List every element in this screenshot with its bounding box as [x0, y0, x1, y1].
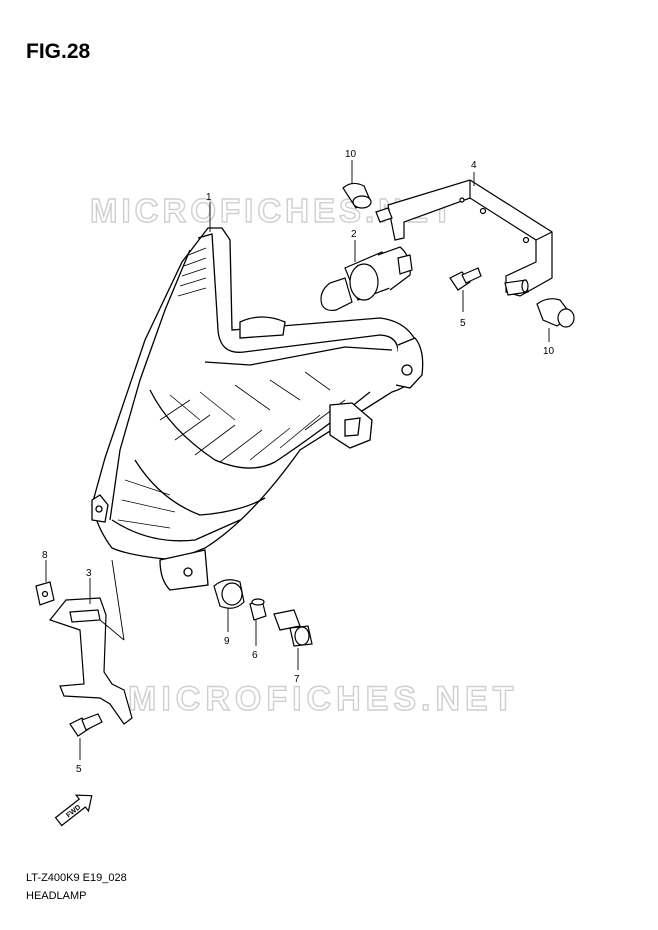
figure-title: FIG.28 — [26, 40, 91, 63]
callout-2: 2 — [351, 229, 357, 240]
rubber-grommet — [213, 579, 245, 609]
flange-bolt — [273, 609, 313, 647]
bolt-lower — [69, 713, 103, 737]
figure-code: LT-Z400K9 E19_028 — [26, 872, 127, 884]
callout-5-lower: 5 — [76, 764, 82, 775]
callout-8: 8 — [42, 550, 48, 561]
callout-10-upper: 10 — [345, 149, 357, 160]
leader-lines — [45, 160, 550, 760]
watermark-bottom: MICROFICHES.NET — [128, 680, 518, 718]
side-cover — [48, 559, 133, 725]
callout-3: 3 — [86, 568, 92, 579]
bulb — [320, 246, 413, 312]
callout-10-lower: 10 — [543, 346, 555, 357]
callout-5-upper: 5 — [460, 318, 466, 329]
headlamp-housing — [91, 227, 424, 591]
grommet-lower — [536, 298, 575, 328]
callout-9: 9 — [224, 636, 230, 647]
mount-bracket — [375, 179, 553, 297]
callout-7: 7 — [294, 674, 300, 685]
collar — [249, 598, 267, 621]
callout-labels: 1 2 3 4 5 5 6 7 8 9 10 10 — [42, 149, 555, 775]
grommet-upper — [342, 182, 372, 209]
clip-nut — [35, 581, 55, 606]
figure-name: HEADLAMP — [26, 890, 87, 902]
fwd-arrow-icon: FWD — [54, 794, 93, 827]
callout-1: 1 — [206, 192, 212, 203]
bolt-upper — [449, 267, 482, 291]
callout-6: 6 — [252, 650, 258, 661]
callout-4: 4 — [471, 160, 477, 171]
